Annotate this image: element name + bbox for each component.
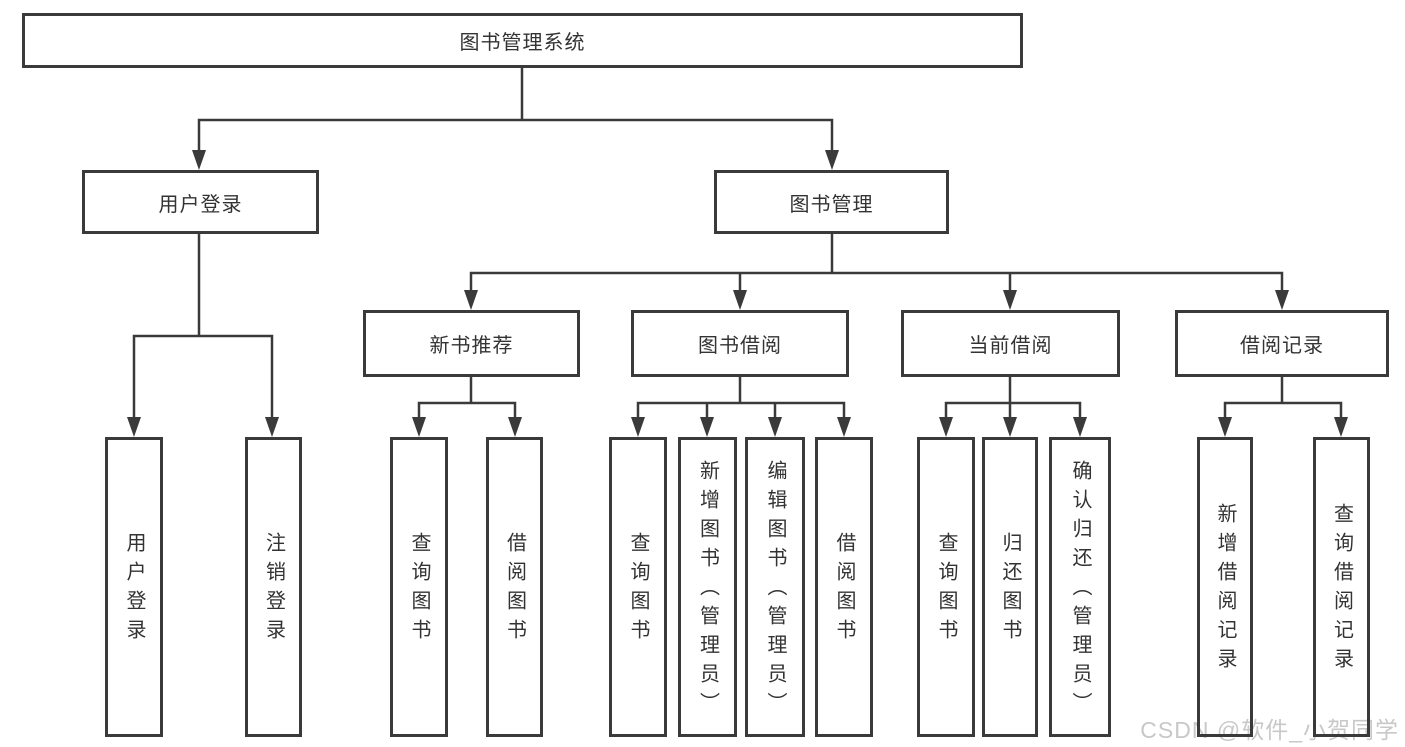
leaf-query-books-borrow: 查询图书 [609,437,667,737]
node-current-borrowing: 当前借阅 [901,310,1120,377]
leaf-return-books: 归还图书 [982,437,1038,737]
node-book-borrowing: 图书借阅 [631,310,849,377]
leaf-user-login: 用户登录 [105,437,163,737]
leaf-edit-books-admin: 编辑图书（管理员） [745,437,805,737]
leaf-borrow-books-recommend: 借阅图书 [486,437,543,737]
csdn-watermark: CSDN @软件_小贺同学 [1140,717,1399,743]
leaf-query-books-recommend: 查询图书 [390,437,448,737]
leaf-confirm-return-admin: 确认归还（管理员） [1049,437,1111,737]
leaf-borrow-books: 借阅图书 [815,437,873,737]
node-user-login-module: 用户登录 [82,170,319,234]
leaf-query-books-current: 查询图书 [917,437,975,737]
node-book-management-module: 图书管理 [714,170,949,234]
node-system-root: 图书管理系统 [22,13,1023,68]
leaf-add-books-admin: 新增图书（管理员） [678,437,737,737]
leaf-query-borrow-record: 查询借阅记录 [1313,437,1370,737]
node-borrowing-records: 借阅记录 [1175,310,1389,377]
leaf-add-borrow-record: 新增借阅记录 [1197,437,1253,737]
leaf-logout: 注销登录 [245,437,302,737]
arrowheads [127,150,1348,437]
node-new-book-recommend: 新书推荐 [363,310,580,377]
